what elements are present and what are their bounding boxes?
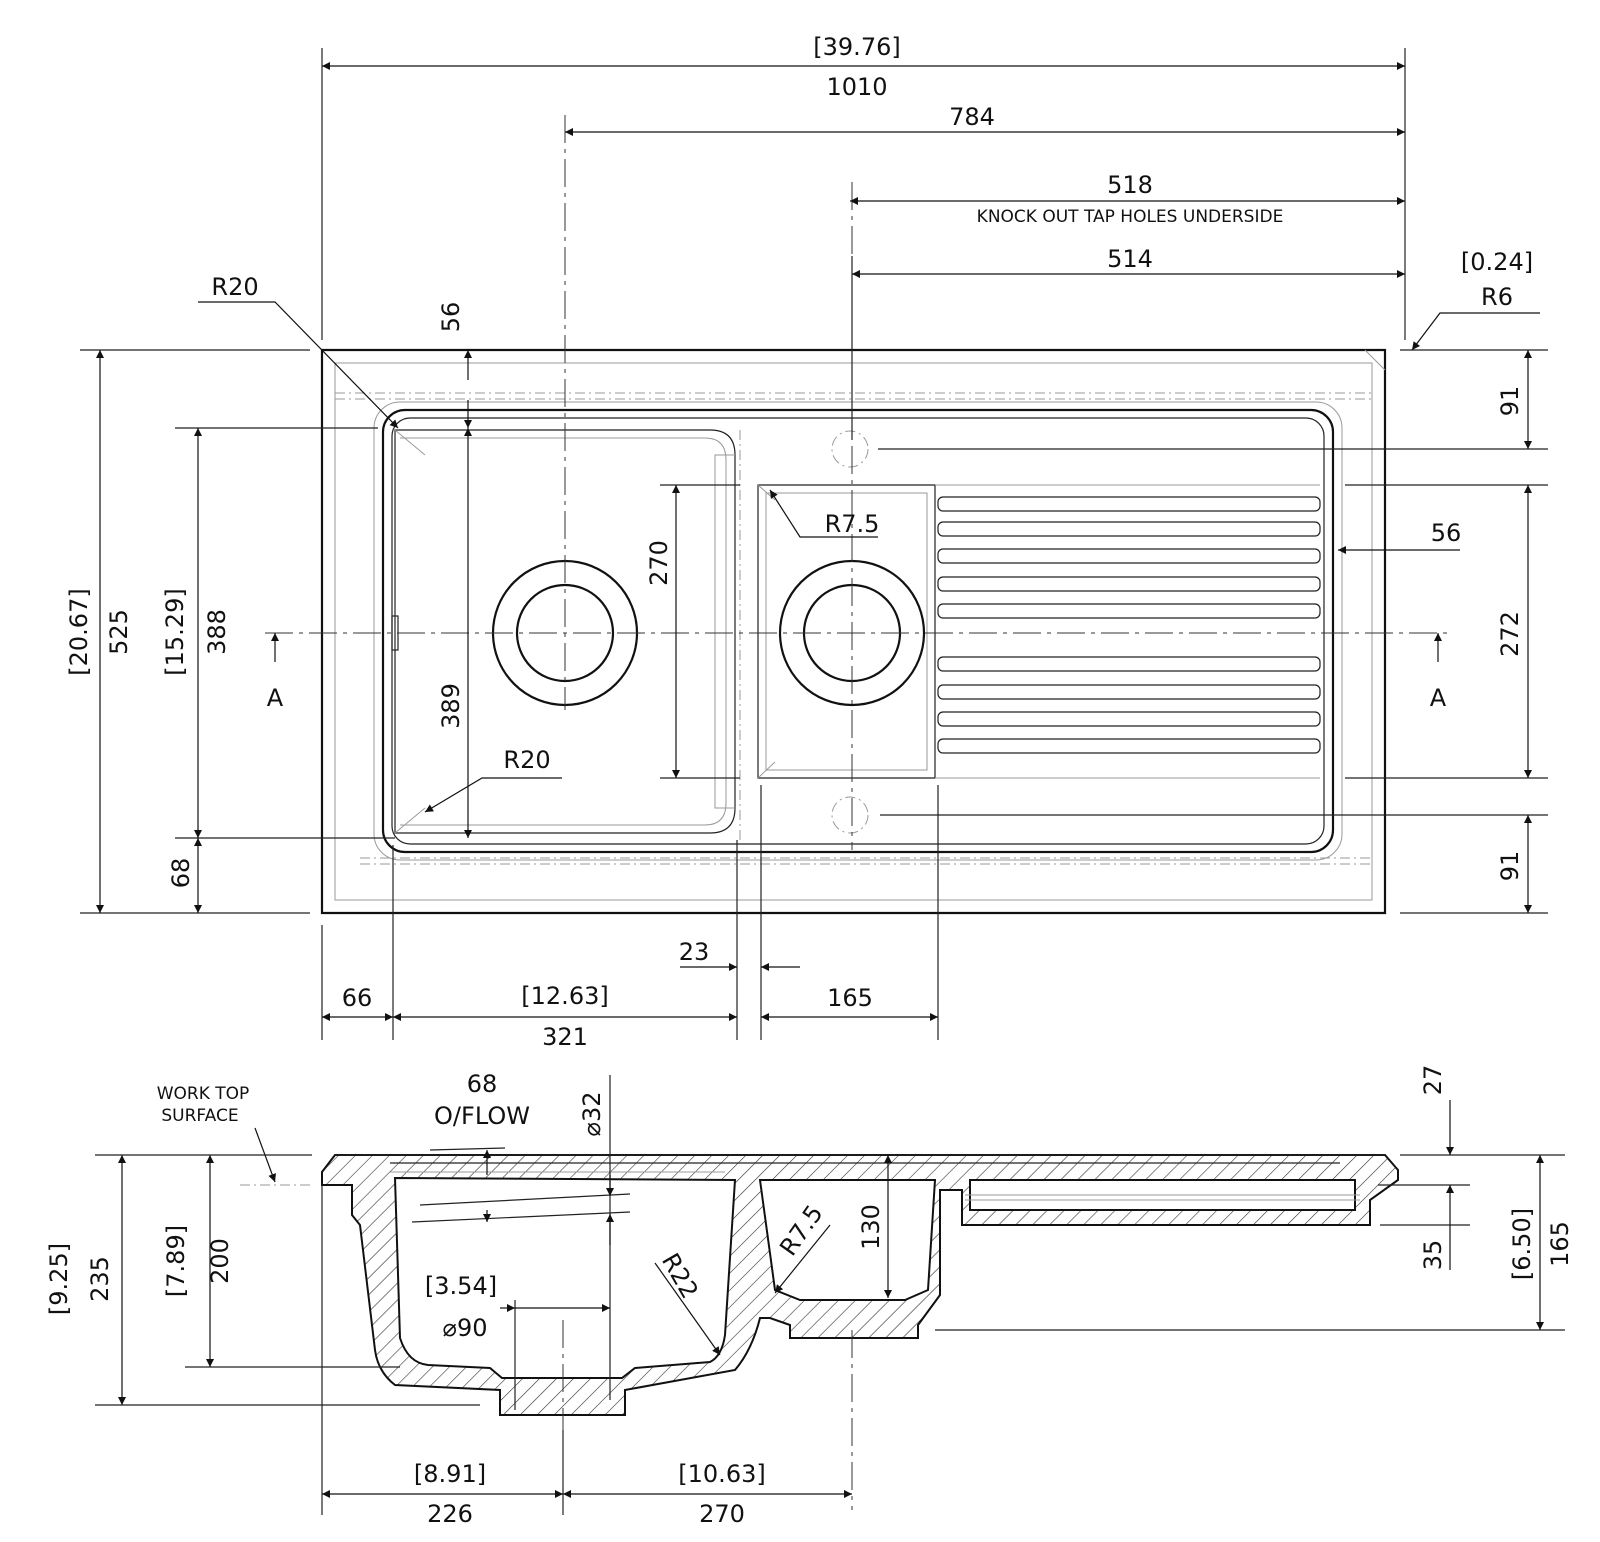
half-depth-inches: [6.50] xyxy=(1508,1208,1536,1280)
section-profile xyxy=(321,1154,1399,1416)
overall-depth: 525 xyxy=(105,609,133,655)
section-view: WORK TOP SURFACE 68 O/FLOW ⌀32 R22 R7.5 … xyxy=(45,1065,1574,1528)
dimension-389: 389 xyxy=(437,683,465,729)
bowl-depth-section: 200 xyxy=(206,1238,234,1284)
corner-radius-inches: [0.24] xyxy=(1461,248,1533,276)
dimension-270-section: 270 xyxy=(699,1500,745,1528)
sink-outline xyxy=(320,348,1387,915)
tap-hole-top xyxy=(831,430,869,468)
waste-diameter-inches: [3.54] xyxy=(425,1272,497,1300)
corner-radius: R6 xyxy=(1481,283,1513,311)
drainer-grooves xyxy=(935,484,1321,779)
dimension-784: 784 xyxy=(949,103,995,131)
total-depth-inches: [9.25] xyxy=(45,1243,73,1315)
overflow-diameter: ⌀32 xyxy=(578,1092,606,1137)
dimension-66: 66 xyxy=(342,984,373,1012)
overflow-label: O/FLOW xyxy=(434,1102,530,1130)
bowl-depth-section-inches: [7.89] xyxy=(162,1225,190,1297)
dimension-165-plan: 165 xyxy=(827,984,873,1012)
section-marker-left: A xyxy=(267,684,284,712)
dimension-68: 68 xyxy=(167,858,195,889)
half-bowl-depth: 130 xyxy=(857,1204,885,1250)
dimension-270-inches: [10.63] xyxy=(678,1460,765,1488)
bowl-depth: 388 xyxy=(203,609,231,655)
dimension-56-top: 56 xyxy=(437,302,465,333)
radius-top-left: R20 xyxy=(211,273,258,301)
dimension-91-bottom: 91 xyxy=(1496,851,1524,882)
total-depth: 235 xyxy=(86,1256,114,1302)
plan-view: A A [39.76] 1010 xyxy=(65,33,1548,1051)
bowl-depth-inches: [15.29] xyxy=(161,588,189,675)
overflow-value: 68 xyxy=(467,1070,498,1098)
half-depth: 165 xyxy=(1546,1221,1574,1267)
dimension-270-plan: 270 xyxy=(645,540,673,586)
radius-half-bowl-plan: R7.5 xyxy=(825,510,880,538)
radius-half-bowl-section: R7.5 xyxy=(774,1200,828,1261)
dimension-56-right: 56 xyxy=(1431,519,1462,547)
inner-rim xyxy=(381,408,1335,854)
dimension-518: 518 xyxy=(1107,171,1153,199)
overall-width: 1010 xyxy=(826,73,887,101)
dimension-226-inches: [8.91] xyxy=(414,1460,486,1488)
bowl-width-inches: [12.63] xyxy=(521,982,608,1010)
radius-main-bowl: R22 xyxy=(656,1249,704,1304)
radius-bottom-left: R20 xyxy=(503,746,550,774)
tap-hole-bottom xyxy=(831,796,869,834)
waste-diameter: ⌀90 xyxy=(443,1314,488,1342)
section-marker-right: A xyxy=(1430,684,1447,712)
overall-width-inches: [39.76] xyxy=(813,33,900,61)
dimension-91-top: 91 xyxy=(1496,386,1524,417)
worktop-label-line2: SURFACE xyxy=(161,1106,238,1126)
dimension-272: 272 xyxy=(1496,611,1524,657)
dimension-514: 514 xyxy=(1107,245,1153,273)
dimension-23: 23 xyxy=(679,938,710,966)
dimension-27: 27 xyxy=(1419,1065,1447,1096)
dimension-226: 226 xyxy=(427,1500,473,1528)
knockout-note: KNOCK OUT TAP HOLES UNDERSIDE xyxy=(977,207,1284,227)
overall-depth-inches: [20.67] xyxy=(65,588,93,675)
worktop-label-line1: WORK TOP xyxy=(157,1084,250,1104)
bowl-width: 321 xyxy=(542,1023,588,1051)
dimension-35: 35 xyxy=(1419,1240,1447,1271)
